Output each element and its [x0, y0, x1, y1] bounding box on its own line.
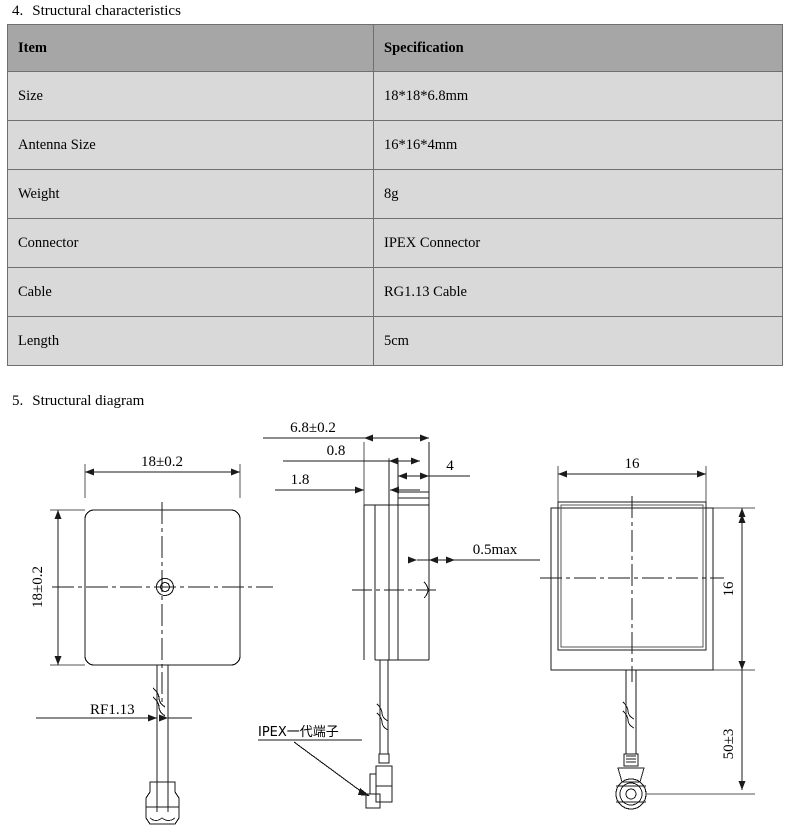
column-header-specification: Specification: [373, 24, 783, 72]
structural-characteristics-table: Item Specification Size 18*18*6.8mm Ante…: [7, 24, 783, 366]
section-heading-structural-characteristics: 4. Structural characteristics: [12, 2, 181, 20]
dim-side-view-d4: 0.5max: [473, 542, 518, 558]
dim-top-view-width: 18±0.2: [141, 454, 183, 470]
table-row: Weight 8g: [7, 169, 783, 219]
dim-bottom-view-width: 16: [625, 456, 641, 472]
section-number: 4.: [12, 3, 24, 19]
bottom-view-group: [540, 466, 755, 810]
column-header-item: Item: [7, 24, 374, 72]
cell-spec: RG1.13 Cable: [373, 267, 783, 317]
cell-spec: 18*18*6.8mm: [373, 71, 783, 121]
dim-bottom-view-cable-length: 50±3: [721, 729, 737, 760]
table-row: Size 18*18*6.8mm: [7, 71, 783, 121]
cell-item: Size: [7, 71, 374, 121]
dim-side-view-d3: 4: [446, 458, 454, 474]
table-row: Length 5cm: [7, 316, 783, 366]
cell-item: Connector: [7, 218, 374, 268]
table-header-row: Item Specification: [7, 24, 783, 72]
dim-top-view-height: 18±0.2: [30, 566, 46, 608]
cell-spec: IPEX Connector: [373, 218, 783, 268]
table-row: Antenna Size 16*16*4mm: [7, 120, 783, 170]
cell-item: Cable: [7, 267, 374, 317]
section-number: 5.: [12, 393, 24, 409]
cell-item: Length: [7, 316, 374, 366]
structural-drawing: 18±0.2 18±0.2 RF1.13 6.8±0.2 0.8 1.8 4 0…: [0, 414, 790, 836]
dim-side-view-total-thickness: 6.8±0.2: [290, 420, 336, 436]
cell-spec: 8g: [373, 169, 783, 219]
cell-item: Antenna Size: [7, 120, 374, 170]
section-heading-structural-diagram: 5. Structural diagram: [12, 392, 144, 410]
dim-bottom-view-height: 16: [721, 581, 737, 597]
dim-side-view-d1: 0.8: [327, 443, 346, 459]
label-ipex-connector: IPEX一代端子: [258, 725, 339, 740]
table-row: Connector IPEX Connector: [7, 218, 783, 268]
section-title: Structural diagram: [32, 393, 145, 409]
cell-item: Weight: [7, 169, 374, 219]
cell-spec: 5cm: [373, 316, 783, 366]
dim-top-view-cable: RF1.13: [90, 702, 135, 718]
side-view-group: [258, 434, 540, 809]
cell-spec: 16*16*4mm: [373, 120, 783, 170]
dim-side-view-d2: 1.8: [291, 472, 310, 488]
table-row: Cable RG1.13 Cable: [7, 267, 783, 317]
top-view-group: [36, 464, 273, 825]
section-title: Structural characteristics: [32, 3, 181, 19]
